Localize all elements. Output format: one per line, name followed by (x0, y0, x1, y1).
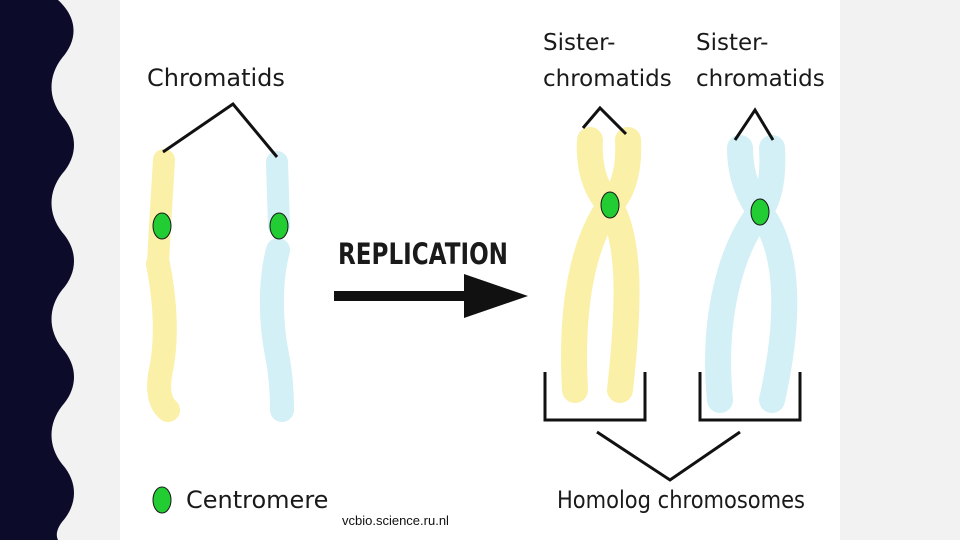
wavy-left-border (0, 0, 74, 540)
chromatid-yellow-left (146, 149, 180, 422)
bracket-blue (698, 372, 802, 422)
chromatids-label: Chromatids (147, 64, 285, 92)
centromere-yellow-pair (600, 191, 620, 219)
sister-chromatids-1-line1: Sister- (543, 30, 615, 56)
centromere-label: Centromere (186, 486, 328, 514)
sister-pointer-1 (581, 105, 628, 136)
centromere-blue-pair (750, 198, 770, 226)
replication-arrow (334, 274, 528, 318)
centromere-legend-icon (152, 486, 172, 514)
sister-chromatids-blue (705, 135, 798, 413)
sister-chromatids-2-line1: Sister- (696, 30, 768, 56)
sister-pointer-2 (733, 107, 775, 141)
sister-chromatids-2-line2: chromatids (696, 66, 825, 92)
source-credit: vcbio.science.ru.nl (342, 513, 449, 528)
replication-label: REPLICATION (338, 237, 508, 271)
sister-chromatids-yellow (561, 127, 642, 403)
sister-chromatids-1-line2: chromatids (543, 66, 672, 92)
chromatids-pointer (162, 101, 279, 158)
bracket-yellow (543, 372, 647, 422)
homolog-pointer (596, 430, 741, 482)
centromere-left-yellow (152, 212, 172, 240)
centromere-left-blue (269, 212, 289, 240)
chromatid-blue-left (259, 151, 294, 422)
homolog-chromosomes-label: Homolog chromosomes (557, 486, 805, 514)
